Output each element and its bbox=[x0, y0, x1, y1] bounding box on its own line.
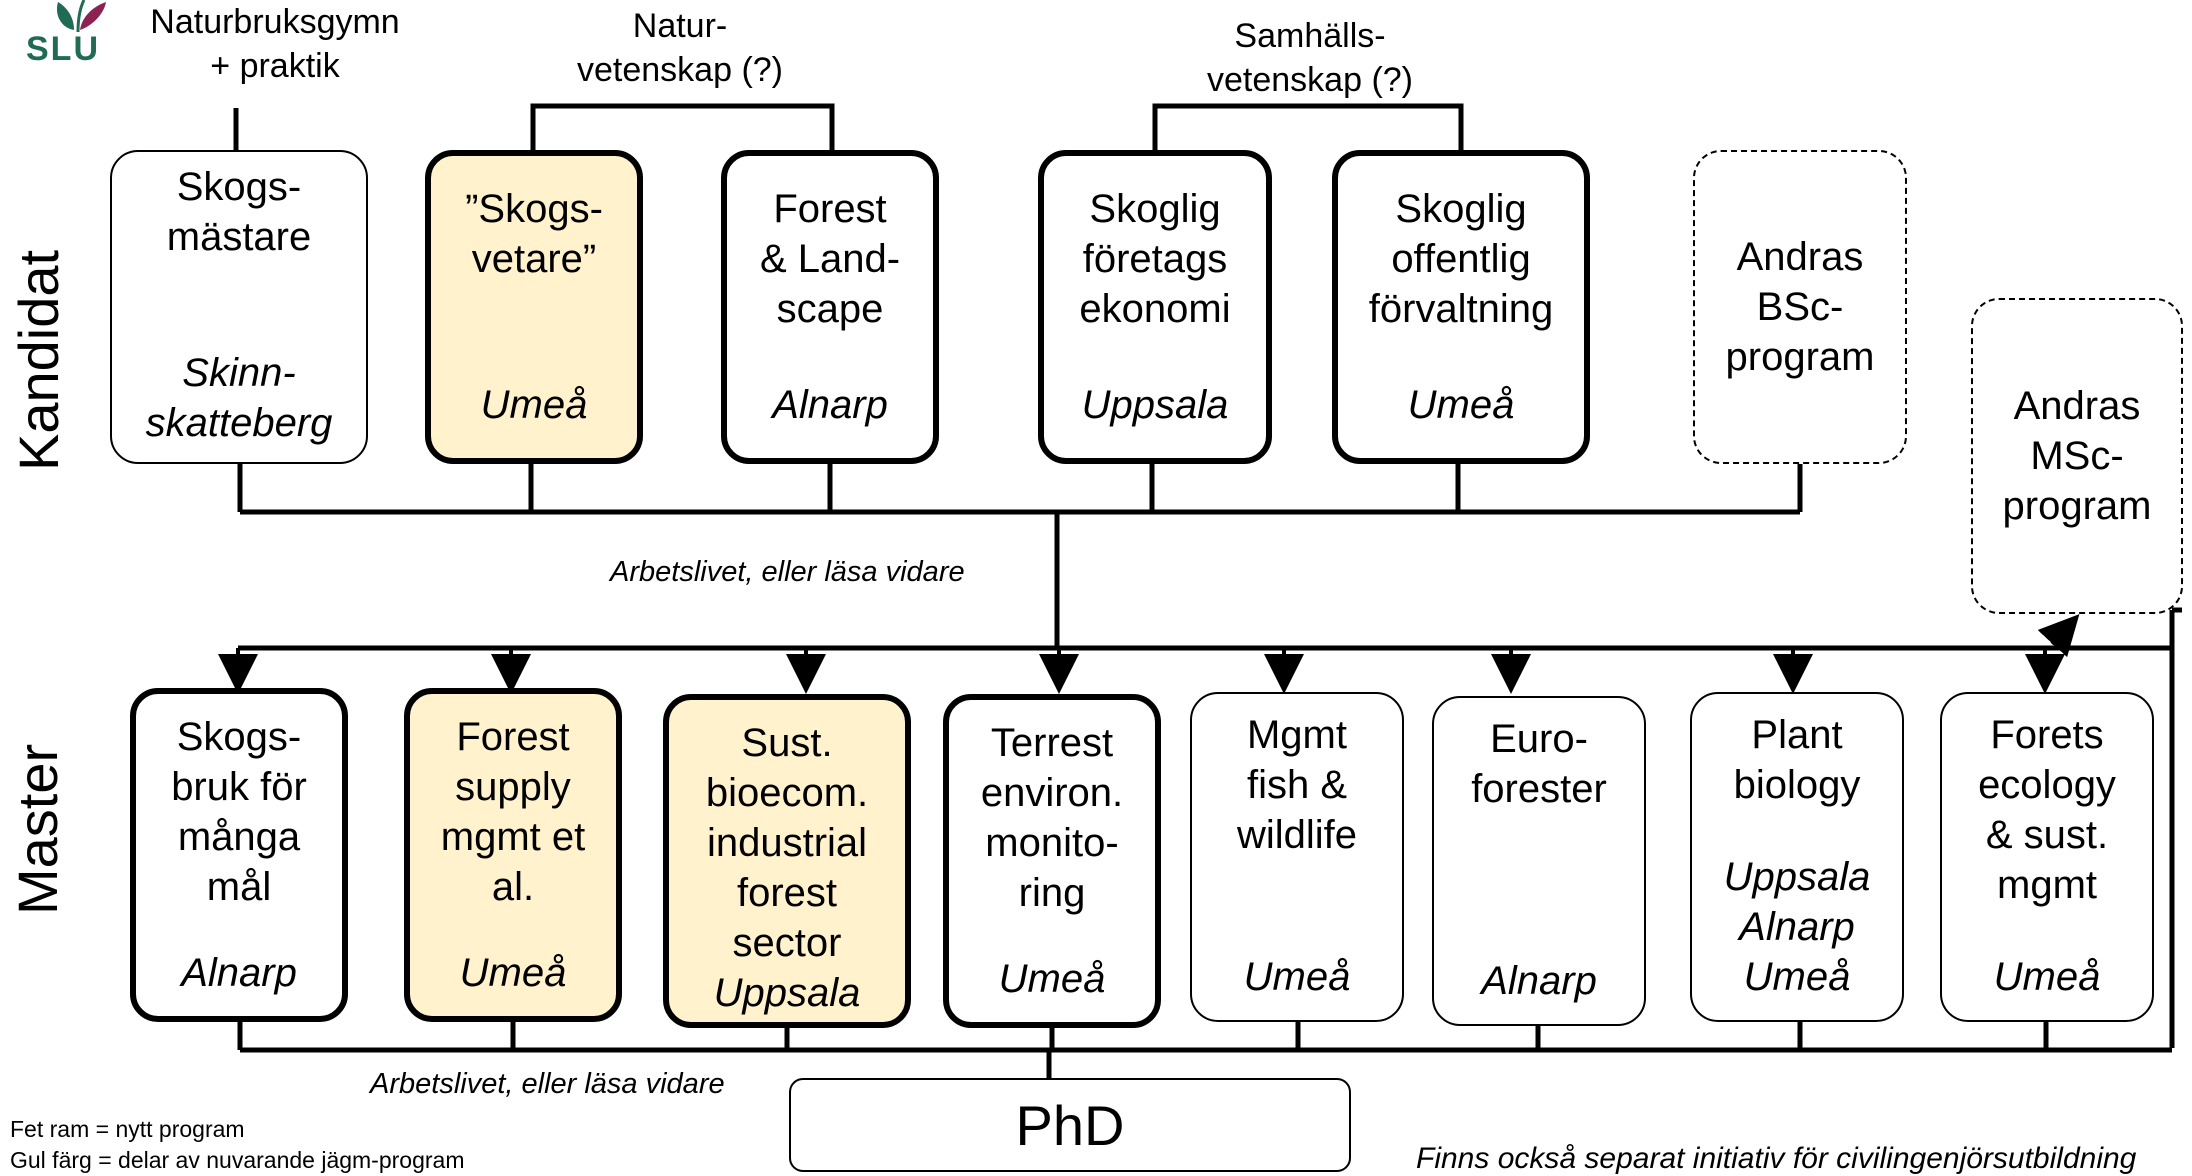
other-bsc-label: Andras BSc- program bbox=[1725, 235, 1875, 379]
note-after-master: Arbetslivet, eller läsa vidare bbox=[370, 1068, 725, 1100]
level-label-master: Master bbox=[6, 743, 69, 915]
samhalls-label: Samhälls- vetenskap (?) bbox=[1207, 17, 1413, 100]
kandidat-program-name: Skogs- mästare bbox=[166, 165, 312, 259]
entry-label: Naturbruksgymn + praktik bbox=[150, 3, 400, 86]
other-msc-label: Andras MSc- program bbox=[2002, 384, 2152, 528]
master-program-name: Skogs- bruk för många mål bbox=[171, 715, 307, 909]
master-program-name: Plant biology bbox=[1733, 713, 1861, 807]
master-program-box: Forest supply mgmt et al. Umeå bbox=[404, 688, 622, 1022]
master-program-location: Umeå bbox=[459, 951, 567, 995]
kandidat-program-name: Forest & Land- scape bbox=[759, 187, 901, 331]
phd-label: PhD bbox=[1015, 1093, 1125, 1157]
natur-bracket bbox=[530, 103, 835, 150]
kandidat-program-location: Umeå bbox=[480, 383, 588, 427]
kandidat-program-location: Alnarp bbox=[772, 383, 888, 427]
master-program-name: Forets ecology & sust. mgmt bbox=[1978, 713, 2116, 907]
master-program-location: Umeå bbox=[1993, 955, 2101, 999]
kandidat-program-box: ”Skogs- vetare” Umeå bbox=[425, 150, 643, 464]
note-after-kandidat: Arbetslivet, eller läsa vidare bbox=[610, 556, 965, 588]
master-program-location: Alnarp bbox=[1481, 959, 1597, 1003]
master-program-location: Umeå bbox=[998, 957, 1106, 1001]
master-program-name: Terrest environ. monito- ring bbox=[980, 721, 1124, 915]
master-program-location: Uppsala Alnarp Umeå bbox=[1723, 855, 1871, 999]
kandidat-program-name: Skoglig företags ekonomi bbox=[1079, 187, 1231, 331]
kandidat-program-name: Skoglig offentlig förvaltning bbox=[1368, 187, 1554, 331]
master-program-name: Forest supply mgmt et al. bbox=[440, 715, 586, 909]
slu-logo-text: SLU bbox=[26, 30, 100, 68]
phd-box: PhD bbox=[789, 1078, 1351, 1172]
master-program-location: Alnarp bbox=[181, 951, 297, 995]
kandidat-program-location: Uppsala bbox=[1081, 383, 1229, 427]
master-program-location: Uppsala bbox=[713, 971, 861, 1015]
kandidat-program-name: ”Skogs- vetare” bbox=[465, 187, 603, 281]
other-msc-box: Andras MSc- program bbox=[1971, 298, 2183, 614]
other-bsc-box: Andras BSc- program bbox=[1693, 150, 1907, 464]
legend: Fet ram = nytt program Gul färg = delar … bbox=[10, 1116, 465, 1174]
master-program-name: Sust. bioecom. industrial forest sector bbox=[705, 721, 869, 965]
note-civilingenjor: Finns också separat initiativ för civili… bbox=[1416, 1142, 2137, 1175]
natur-label: Natur- vetenskap (?) bbox=[577, 7, 783, 90]
master-program-location: Umeå bbox=[1243, 955, 1351, 999]
slu-leaf-icon bbox=[56, 0, 106, 33]
kandidat-program-location: Skinn- skatteberg bbox=[145, 351, 333, 445]
master-program-name: Mgmt fish & wildlife bbox=[1236, 713, 1358, 857]
master-program-name: Euro- forester bbox=[1471, 717, 1607, 811]
kandidat-program-location: Umeå bbox=[1407, 383, 1515, 427]
samhalls-bracket bbox=[1152, 103, 1464, 150]
level-label-kandidat: Kandidat bbox=[7, 249, 70, 471]
